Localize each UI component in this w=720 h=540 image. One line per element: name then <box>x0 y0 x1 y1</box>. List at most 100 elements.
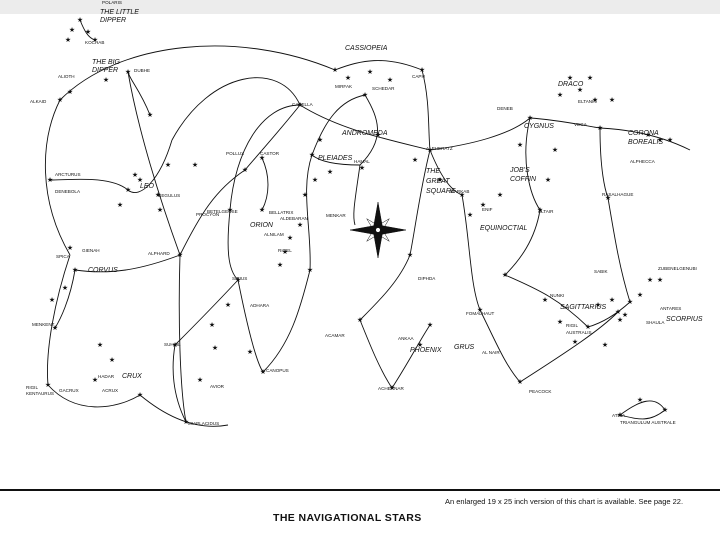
label-equinoctial: EQUINOCTIAL <box>480 225 528 232</box>
label-procyon: PROCYON <box>196 212 219 217</box>
label-arcturus: ARCTURUS <box>55 172 81 177</box>
star-marker: ★ <box>527 114 533 122</box>
chart-line <box>179 169 246 256</box>
star-marker: ★ <box>537 206 543 214</box>
chart-line <box>525 117 541 211</box>
label-polaris: POLARIS <box>102 0 122 5</box>
chart-line <box>504 274 589 328</box>
chart-title: THE NAVIGATIONAL STARS <box>273 512 422 524</box>
star-marker: ★ <box>605 194 611 202</box>
star-marker: ★ <box>287 234 293 242</box>
chart-line <box>261 157 269 211</box>
label-avior: AVIOR <box>210 384 225 389</box>
constellation-lines <box>44 19 691 427</box>
chart-line <box>429 117 531 151</box>
star-marker: ★ <box>97 341 103 349</box>
star-marker: ★ <box>192 161 198 169</box>
label-andromeda: ANDROMEDA <box>341 130 388 137</box>
star-marker: ★ <box>297 101 303 109</box>
chart-line <box>359 319 393 389</box>
star-marker: ★ <box>557 91 563 99</box>
star-marker: ★ <box>459 191 465 199</box>
star-marker: ★ <box>247 348 253 356</box>
star-marker: ★ <box>419 66 425 74</box>
label-alphard: ALPHARD <box>148 251 170 256</box>
star-marker: ★ <box>345 74 351 82</box>
label-pleiades: PLEIADES <box>318 155 353 162</box>
star-marker: ★ <box>125 68 131 76</box>
star-marker: ★ <box>165 161 171 169</box>
label-shaula: SHAULA <box>646 320 665 325</box>
star-marker: ★ <box>317 136 323 144</box>
chart-line <box>311 154 361 166</box>
star-marker: ★ <box>172 341 178 349</box>
chart-line <box>311 94 366 156</box>
star-marker: ★ <box>117 201 123 209</box>
star-marker: ★ <box>72 266 78 274</box>
star-marker: ★ <box>577 86 583 94</box>
star-marker: ★ <box>327 168 333 176</box>
footer-note: An enlarged 19 x 25 inch version of this… <box>445 497 684 506</box>
chart-line <box>127 139 173 193</box>
chart-line <box>237 279 264 373</box>
chart-line <box>359 254 411 321</box>
label-rasalhague: RASALHAGUE <box>602 192 633 197</box>
star-marker: ★ <box>282 248 288 256</box>
label-alnilam: ALNILAM <box>264 232 284 237</box>
chart-line <box>306 154 313 271</box>
star-marker: ★ <box>92 376 98 384</box>
chart-line <box>47 384 141 408</box>
label-adhara: ADHARA <box>250 303 270 308</box>
chart-line <box>262 269 311 373</box>
star-marker: ★ <box>617 316 623 324</box>
label-rigel: RIGEL <box>278 248 292 253</box>
star-marker: ★ <box>585 323 591 331</box>
label-rigil: RIGIL <box>26 385 38 390</box>
star-marker: ★ <box>259 154 265 162</box>
chart-line <box>171 77 301 141</box>
label-atria: ATRIA <box>612 413 626 418</box>
star-marker: ★ <box>52 324 58 332</box>
star-marker: ★ <box>467 211 473 219</box>
label-corona: CORONA <box>628 130 659 137</box>
chart-line <box>504 209 541 276</box>
chart-line <box>353 164 361 226</box>
chart-line <box>178 254 187 423</box>
chart-line <box>429 149 463 196</box>
star-marker: ★ <box>615 308 621 316</box>
label-capella: CAPELLA <box>292 102 314 107</box>
star-marker: ★ <box>49 296 55 304</box>
star-marker: ★ <box>477 306 483 314</box>
star-marker: ★ <box>227 206 233 214</box>
star-marker: ★ <box>307 266 313 274</box>
label-cygnus: CYGNUS <box>524 123 554 130</box>
label-achernar: ACHERNAR <box>378 386 404 391</box>
star-marker: ★ <box>242 166 248 174</box>
label-spica: SPICA <box>56 254 71 259</box>
star-chart: ★ ★ ★ ★ ★ ★ ★ ★ ★ ★ ★ ★ ★ ★ ★ ★ ★ ★ ★ ★ ★ ★ ★ ★ ★ ★ ★ ★ ★ ★ ★ ★ ★ ★ ★ ★ ★ ★ ★ ★… <box>26 0 703 427</box>
star-marker: ★ <box>545 176 551 184</box>
star-marker: ★ <box>595 301 601 309</box>
star-marker: ★ <box>572 338 578 346</box>
star-marker: ★ <box>480 201 486 209</box>
star-marker: ★ <box>235 276 241 284</box>
label-antares: ANTARES <box>660 306 681 311</box>
label-markab: MARKAB <box>450 189 469 194</box>
star-marker: ★ <box>637 291 643 299</box>
label-corvus: CORVUS <box>88 267 118 274</box>
chart-line <box>127 71 181 256</box>
star-marker: ★ <box>587 74 593 82</box>
chart-line <box>59 45 336 101</box>
star-marker: ★ <box>517 378 523 386</box>
label-aldebaran: ALDEBARAN <box>280 216 308 221</box>
label-rigil: RIGIL <box>566 323 578 328</box>
chart-line <box>409 149 431 256</box>
label-job-s: JOB'S <box>509 167 530 174</box>
label-sabik: SABIK <box>594 269 608 274</box>
chart-line <box>47 254 71 386</box>
label-kochab: KOCHAB <box>85 40 104 45</box>
label-betelgeuse: BETELGEUSE <box>207 209 238 214</box>
label-zubenelgenubi: ZUBENELGENUBI <box>658 266 697 271</box>
star-marker: ★ <box>85 28 91 36</box>
